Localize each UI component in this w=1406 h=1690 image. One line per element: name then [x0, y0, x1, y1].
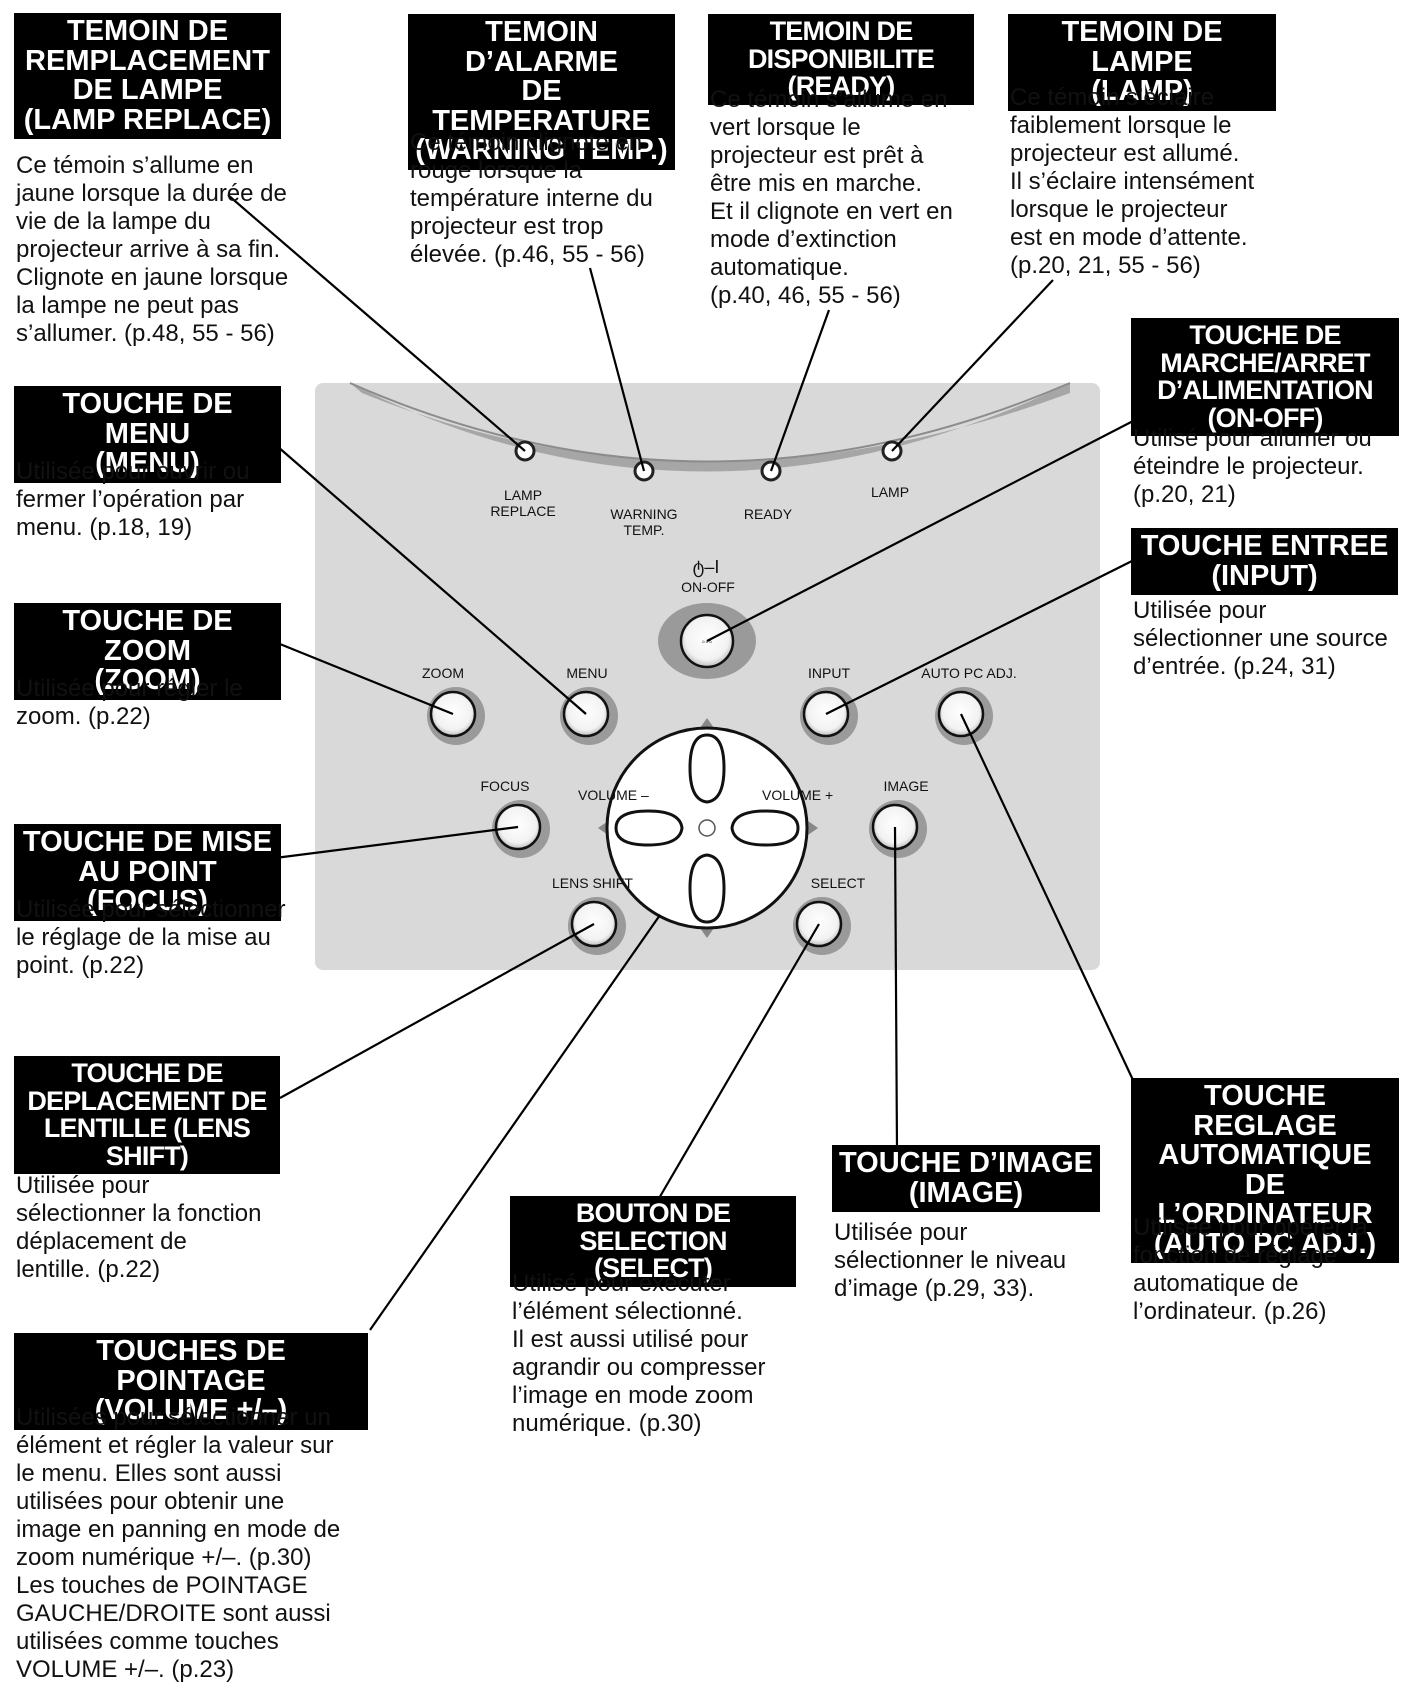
pointing-description: Utilisées pour sélectionner un élément e… — [16, 1404, 341, 1683]
zoom-title: TOUCHE DE ZOOM (ZOOM) — [14, 603, 281, 700]
auto-pc-title: TOUCHE REGLAGE AUTOMATIQUE DE L’ORDINATE… — [1131, 1078, 1399, 1264]
image-title: TOUCHE D’IMAGE (IMAGE) — [832, 1145, 1100, 1213]
auto-pc-label: AUTO PC ADJ. — [921, 665, 1016, 681]
menu-button[interactable] — [560, 687, 618, 745]
volume-plus-label: VOLUME + — [762, 787, 833, 803]
lamp-title: TEMOIN DE LAMPE (LAMP) — [1008, 14, 1276, 111]
auto-pc-description: Utilisée pour opérer la fonction de régl… — [1133, 1214, 1368, 1325]
menu-title: TOUCHE DE MENU (MENU) — [14, 386, 281, 483]
pointing-right-button[interactable] — [730, 809, 800, 847]
on-off-title: TOUCHE DE MARCHE/ARRET D’ALIMENTATION (O… — [1131, 318, 1399, 437]
volume-minus-label: VOLUME – — [578, 787, 649, 803]
input-description: Utilisée pour sélectionner une source d’… — [1133, 597, 1388, 680]
on-off-label: ON-OFF — [681, 579, 735, 595]
select-title: BOUTON DE SELECTION (SELECT) — [510, 1196, 796, 1287]
input-label: INPUT — [808, 665, 850, 681]
image-button[interactable] — [869, 800, 927, 858]
menu-label: MENU — [566, 665, 607, 681]
pointing-title: TOUCHES DE POINTAGE (VOLUME +/–) — [14, 1333, 368, 1430]
focus-description: Utilisée pour sélectionner le réglage de… — [16, 896, 286, 979]
warning-temp-title: TEMOIN D’ALARME DE TEMPERATURE (WARNING … — [408, 14, 675, 170]
svg-text:TEMP.: TEMP. — [624, 522, 665, 538]
svg-text:◦◦◦: ◦◦◦ — [702, 637, 713, 648]
lens-shift-button[interactable] — [568, 897, 626, 955]
lamp-description: Ce témoin s’éclaire faiblement lorsque l… — [1010, 84, 1255, 279]
zoom-button[interactable] — [427, 687, 485, 745]
select-label: SELECT — [811, 875, 866, 891]
pad-center-dot — [698, 819, 716, 837]
warning-temp-description: Ce témoin clignote en rouge lorsque la t… — [410, 129, 653, 268]
image-label: IMAGE — [883, 778, 928, 794]
on-off-description: Utilisé pour allumer ou éteindre le proj… — [1133, 425, 1372, 508]
power-symbol: ტ–I — [693, 557, 720, 578]
pointing-left-button[interactable] — [614, 809, 684, 847]
ready-title: TEMOIN DE DISPONIBILITE (READY) — [708, 14, 974, 105]
focus-title: TOUCHE DE MISE AU POINT (FOCUS) — [14, 824, 281, 921]
zoom-description: Utilisée pour régler le zoom. (p.22) — [16, 675, 243, 730]
warning-temp-label: WARNING — [610, 506, 677, 522]
leader-lines — [227, 194, 1136, 1331]
focus-label: FOCUS — [481, 778, 530, 794]
select-description: Utilisé pour exécuter l’élément sélectio… — [512, 1270, 766, 1437]
menu-description: Utilisée pour ouvrir ou fermer l’opérati… — [16, 458, 250, 541]
zoom-label: ZOOM — [422, 665, 464, 681]
lamp-replace-description: Ce témoin s’allume en jaune lorsque la d… — [16, 152, 289, 347]
input-title: TOUCHE ENTREE (INPUT) — [1131, 528, 1398, 596]
pointing-pad-ring — [605, 726, 809, 930]
auto-pc-adj-button[interactable] — [935, 687, 993, 745]
lens-shift-title: TOUCHE DE DEPLACEMENT DE LENTILLE (LENS … — [14, 1056, 280, 1175]
select-button[interactable] — [793, 897, 851, 955]
lens-shift-description: Utilisée pour sélectionner la fonction d… — [16, 1172, 262, 1283]
image-description: Utilisée pour sélectionner le niveau d’i… — [834, 1219, 1067, 1302]
lamp-replace-label: LAMP — [504, 487, 542, 503]
ready-description: Ce témoin s’allume en vert lorsque le pr… — [710, 86, 953, 309]
lamp-replace-title: TEMOIN DE REMPLACEMENT DE LAMPE (LAMP RE… — [14, 13, 281, 140]
pointing-down-button[interactable] — [688, 853, 726, 924]
lamp-label: LAMP — [871, 484, 909, 500]
pointing-up-button[interactable] — [688, 733, 726, 804]
lens-shift-label: LENS SHIFT — [552, 875, 633, 891]
input-button[interactable] — [800, 687, 858, 745]
pointing-pad: VOLUME – VOLUME + LENS SHIFT — [552, 718, 833, 938]
ready-label: READY — [744, 506, 793, 522]
svg-text:REPLACE: REPLACE — [490, 503, 555, 519]
